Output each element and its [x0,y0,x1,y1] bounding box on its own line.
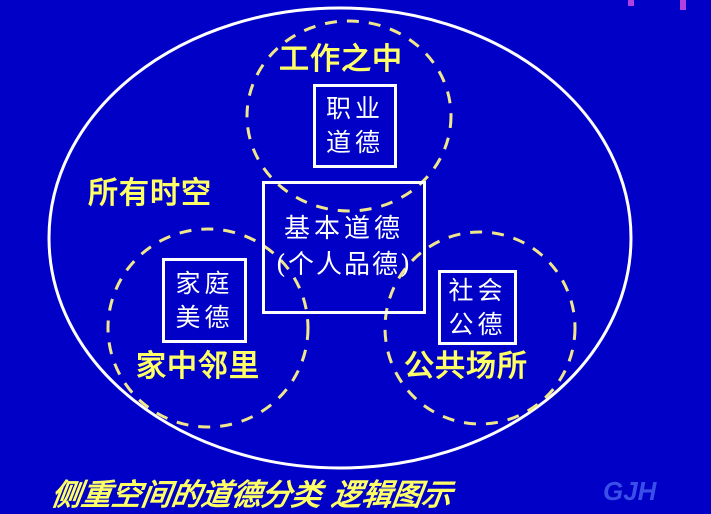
signature: GJH [603,476,657,506]
box-professional-ethics: 职业 道德 [313,84,397,168]
box-basic-morality-line1: 基本道德 [283,214,404,245]
label-work: 工作之中 [279,42,403,77]
dashed-circle-work [245,19,453,213]
box-social-ethics-line1: 社会 [448,275,507,305]
box-basic-morality-line2: (个人品德) [275,249,413,280]
box-professional-ethics-line2: 道德 [325,128,384,157]
box-basic-morality: 基本道德 (个人品德) [262,181,426,314]
box-family-virtue-line1: 家庭 [175,268,234,298]
outer-ellipse-all-space-time [47,6,633,470]
box-social-ethics-line2: 公德 [448,309,507,339]
caption: 侧重空间的道德分类 逻辑图示 [49,478,455,513]
box-family-virtue: 家庭 美德 [162,258,247,343]
label-public: 公共场所 [404,349,528,384]
corner-mark-1 [628,0,634,6]
box-family-virtue-line2: 美德 [175,302,234,332]
corner-mark-2 [680,0,686,10]
dashed-circle-public [383,230,577,426]
label-home: 家中邻里 [136,349,260,384]
label-all-space-time: 所有时空 [88,176,212,211]
box-social-ethics: 社会 公德 [438,270,517,345]
box-professional-ethics-line1: 职业 [325,94,384,124]
dashed-circle-home [106,227,310,429]
